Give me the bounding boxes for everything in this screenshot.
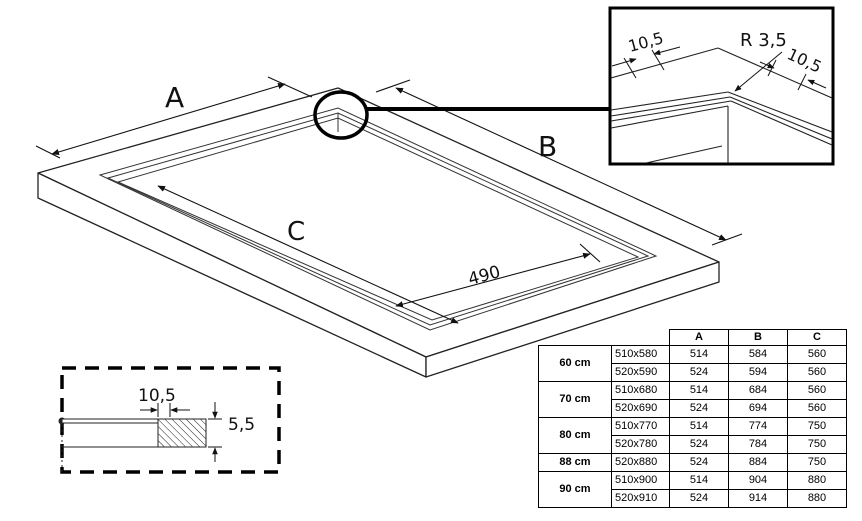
dimension-490-arrow xyxy=(395,252,591,308)
value-b-cell: 594 xyxy=(728,363,788,382)
column-header-c: C xyxy=(787,329,847,346)
detail-edge-lines xyxy=(611,47,832,163)
value-a-cell: 524 xyxy=(669,399,729,418)
table-row: 520x690 524 694 560 xyxy=(539,399,847,418)
table-row: 60 cm 510x580 514 584 560 xyxy=(538,345,847,382)
table-row: 70 cm 510x680 514 684 560 xyxy=(538,381,847,418)
section-height-label: 5,5 xyxy=(228,415,255,435)
detail-radius-leader xyxy=(734,51,783,92)
size-cell: 520x780 xyxy=(611,435,670,454)
detail-dimension-left xyxy=(611,46,681,79)
value-b-cell: 914 xyxy=(728,489,788,508)
width-cell: 70 cm xyxy=(538,381,612,418)
width-cell: 90 cm xyxy=(538,471,612,508)
dimension-b-arrow xyxy=(395,87,727,241)
section-dimension-width xyxy=(140,403,190,417)
dimension-b-label: B xyxy=(538,130,557,163)
value-c-cell: 880 xyxy=(787,489,847,508)
value-c-cell: 560 xyxy=(787,345,847,364)
value-a-cell: 514 xyxy=(669,381,729,400)
value-a-cell: 524 xyxy=(669,363,729,382)
size-cell: 520x910 xyxy=(611,489,670,508)
detail-dimension-right xyxy=(759,59,827,91)
value-c-cell: 560 xyxy=(787,363,847,382)
dimensions-table: A B C 60 cm 510x580 514 584 560 520x590 … xyxy=(538,329,847,508)
value-b-cell: 774 xyxy=(728,417,788,436)
dimension-a xyxy=(35,76,313,159)
detail-box xyxy=(608,6,835,166)
size-cell: 510x770 xyxy=(611,417,670,436)
value-b-cell: 684 xyxy=(728,381,788,400)
value-b-cell: 904 xyxy=(728,471,788,490)
value-a-cell: 514 xyxy=(669,417,729,436)
value-b-cell: 584 xyxy=(728,345,788,364)
width-cell: 80 cm xyxy=(538,417,612,454)
value-a-cell: 524 xyxy=(669,489,729,508)
table-row: 520x910 524 914 880 xyxy=(539,489,847,508)
value-b-cell: 694 xyxy=(728,399,788,418)
value-c-cell: 560 xyxy=(787,399,847,418)
value-a-cell: 524 xyxy=(669,453,729,472)
section-profile xyxy=(58,417,207,472)
size-cell: 510x680 xyxy=(611,381,670,400)
value-c-cell: 750 xyxy=(787,435,847,454)
detail-magnifier-circle xyxy=(313,90,369,140)
table-header-row: A B C xyxy=(539,329,847,346)
value-c-cell: 750 xyxy=(787,453,847,472)
size-cell: 520x590 xyxy=(611,363,670,382)
size-cell: 510x580 xyxy=(611,345,670,364)
value-b-cell: 884 xyxy=(728,453,788,472)
value-a-cell: 524 xyxy=(669,435,729,454)
detail-radius-label: R 3,5 xyxy=(740,30,787,51)
size-cell: 520x690 xyxy=(611,399,670,418)
value-b-cell: 784 xyxy=(728,435,788,454)
dimension-a-arrow xyxy=(51,83,286,155)
table-row: 88 cm 520x880 524 884 750 xyxy=(538,453,847,472)
width-cell: 60 cm xyxy=(538,345,612,382)
column-header-a: A xyxy=(669,329,729,346)
value-a-cell: 514 xyxy=(669,345,729,364)
value-c-cell: 560 xyxy=(787,381,847,400)
table-row: 80 cm 510x770 514 774 750 xyxy=(538,417,847,454)
section-width-label: 10,5 xyxy=(138,386,176,406)
table-row: 520x590 524 594 560 xyxy=(539,363,847,382)
dimension-c-label: C xyxy=(287,217,305,247)
column-header-b: B xyxy=(728,329,788,346)
value-c-cell: 750 xyxy=(787,417,847,436)
table-row: 90 cm 510x900 514 904 880 xyxy=(538,471,847,508)
size-cell: 520x880 xyxy=(611,453,670,472)
dimension-a-label: A xyxy=(165,81,184,114)
size-cell: 510x900 xyxy=(611,471,670,490)
section-hatched-rim xyxy=(157,418,207,448)
dimension-b xyxy=(375,79,743,246)
value-c-cell: 880 xyxy=(787,471,847,490)
tray-right-side xyxy=(425,261,720,378)
dimension-490 xyxy=(395,243,601,308)
value-a-cell: 514 xyxy=(669,471,729,490)
width-cell: 88 cm xyxy=(538,453,612,472)
section-dimension-height xyxy=(208,402,222,462)
